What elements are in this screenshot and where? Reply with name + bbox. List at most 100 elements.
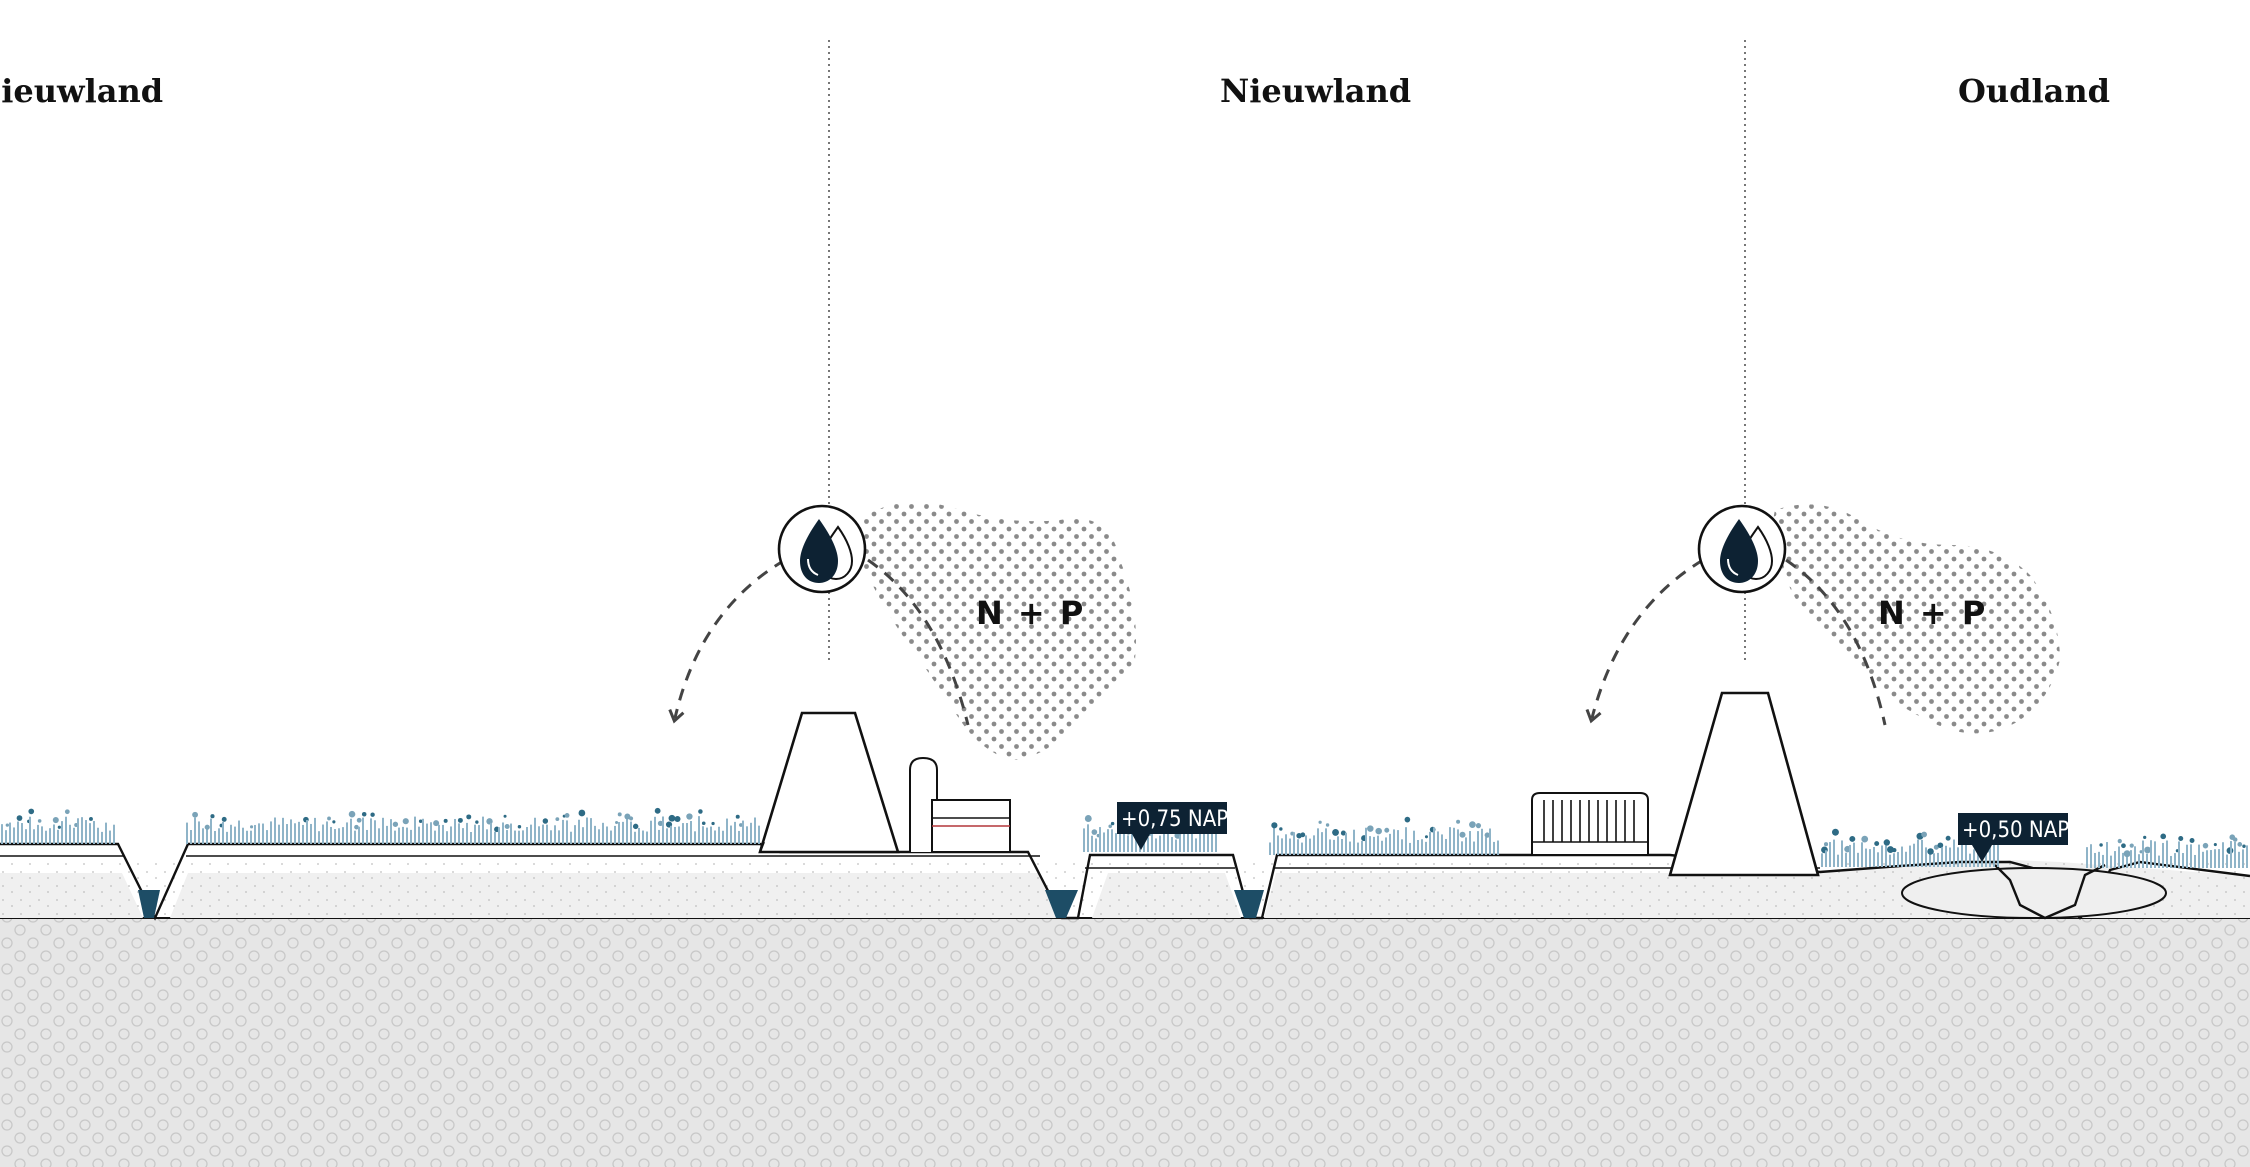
- grass-dot: [1325, 823, 1330, 827]
- grass-dot: [504, 824, 510, 829]
- grass-dot: [1484, 832, 1490, 838]
- grass-dot: [2144, 846, 2151, 854]
- grass-dot: [517, 824, 522, 829]
- grass-dot: [1831, 828, 1839, 836]
- grass-dot: [624, 813, 631, 820]
- grass-dot: [657, 820, 664, 827]
- grass-dot: [64, 809, 70, 815]
- grass-dot: [57, 825, 61, 829]
- grass-dot: [361, 811, 367, 817]
- deep-soil-layer: [0, 917, 2250, 1167]
- grass-dot: [348, 810, 356, 818]
- grass-dot: [2226, 847, 2234, 854]
- grass-dot: [1459, 831, 1466, 838]
- grass-dot: [1892, 848, 1897, 853]
- region-title-middle: Nieuwland: [1220, 72, 1411, 110]
- grass-dot: [433, 820, 440, 827]
- flow-arrow-right-1: [867, 558, 970, 726]
- grass-dot: [2143, 835, 2147, 840]
- flow-arrow-left-2: [1585, 558, 1704, 724]
- grass-dot: [701, 821, 706, 826]
- grass-dot: [327, 816, 331, 821]
- grass-dot: [1384, 827, 1390, 833]
- grass-dot: [192, 811, 198, 818]
- peat-lens: [1901, 867, 2167, 919]
- grass-dot: [1108, 824, 1112, 828]
- grass-dot: [1367, 825, 1374, 832]
- grass-dot: [674, 816, 681, 823]
- grass-dot: [1300, 832, 1306, 838]
- grass-dot: [16, 815, 23, 821]
- grass-dot: [628, 816, 634, 821]
- grass-dot: [617, 812, 622, 817]
- grass-dot: [615, 820, 619, 824]
- grass-dot: [392, 821, 399, 827]
- grass-dot: [735, 814, 740, 819]
- grass-dot: [1933, 844, 1939, 850]
- grass-dot: [1340, 830, 1346, 836]
- grass-dot: [2099, 843, 2103, 847]
- grass-dot: [2123, 850, 2131, 858]
- greenhouse: [1531, 792, 1649, 856]
- water-level-callout-1: +0,75 NAP: [1117, 802, 1228, 850]
- grass-dot: [356, 817, 362, 823]
- grass-dot: [5, 823, 9, 827]
- flow-arrow-left-1: [668, 558, 786, 724]
- drop-icon: [777, 504, 867, 594]
- grass-dot: [1883, 839, 1891, 846]
- grass-dot: [1375, 827, 1382, 835]
- grass-dot: [1424, 835, 1428, 839]
- grass-dot: [1456, 819, 1461, 824]
- grass-dot: [457, 817, 463, 823]
- grass-dot: [37, 819, 42, 823]
- nutrient-cloud-1: [856, 502, 1136, 760]
- grass-dot: [2160, 833, 2167, 840]
- grass-dot: [1475, 823, 1482, 829]
- grass-dot: [1849, 835, 1856, 842]
- grass-dot: [503, 814, 507, 818]
- dike-2: [1668, 691, 1820, 877]
- grass-dot: [28, 808, 35, 815]
- grass-dot: [1921, 831, 1928, 838]
- grass-dot: [1469, 821, 1476, 828]
- grass-dot: [632, 823, 639, 830]
- grass-dot: [1886, 846, 1894, 853]
- grass-dot: [668, 814, 676, 822]
- grass-dot: [1404, 816, 1411, 823]
- grass-dot: [402, 818, 409, 825]
- grass-dot: [1279, 827, 1283, 831]
- grass-dot: [52, 817, 59, 824]
- water-level-callout-2: +0,50 NAP: [1958, 813, 2069, 862]
- grass-dot: [204, 824, 210, 830]
- region-title-left: Nieuwland: [0, 72, 163, 110]
- grass-dot: [542, 818, 549, 824]
- grass-dot: [418, 819, 423, 824]
- nutrient-label-2: N + P: [1878, 594, 1987, 632]
- grass-dot: [2213, 843, 2217, 847]
- grass-dot: [2189, 838, 2195, 844]
- grass-dot: [2178, 836, 2184, 842]
- grass-dot: [221, 816, 227, 822]
- region-title-right: Oudland: [1958, 72, 2110, 110]
- grass-dot: [1874, 841, 1880, 847]
- grass-dot: [711, 821, 715, 826]
- grass-dot: [1927, 848, 1934, 855]
- grass-dot: [564, 813, 570, 818]
- grass-dot: [89, 817, 93, 821]
- grass-dot: [475, 820, 479, 824]
- grass-dot: [443, 818, 448, 823]
- grass-dot: [1084, 815, 1092, 822]
- grass-dot: [698, 809, 703, 814]
- grass-dot: [1332, 829, 1339, 836]
- grass-dot: [466, 814, 472, 820]
- grass-dot: [2139, 850, 2143, 854]
- grass-dot: [1861, 835, 1869, 843]
- grass-dot: [686, 813, 693, 820]
- grass-dot: [578, 809, 586, 817]
- grass-vegetation: [1, 807, 2248, 868]
- grass-dot: [1945, 835, 1951, 841]
- grass-dot: [1271, 822, 1278, 829]
- flow-arrow-right-2: [1785, 558, 1887, 726]
- oudland-ditch-line: [1994, 863, 2106, 920]
